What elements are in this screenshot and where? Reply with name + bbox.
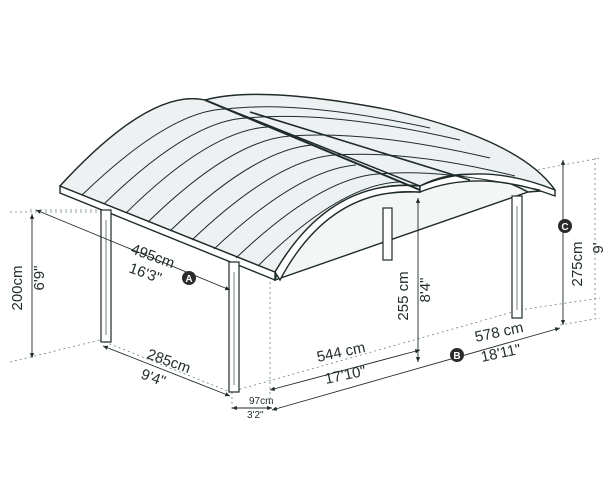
dimension-lines [29, 160, 566, 411]
clearance-height-imperial: 8'4" [417, 278, 434, 303]
total-width-dim [271, 327, 561, 411]
post-height-imperial: 6'9" [31, 266, 48, 291]
clearance-height-metric: 255 cm [395, 271, 412, 320]
post-rear-left [382, 207, 393, 261]
total-height-metric: 275cm [569, 241, 586, 286]
overhang-metric: 97cm [249, 396, 273, 407]
svg-text:A: A [185, 274, 192, 285]
marker-c: C [558, 219, 572, 233]
post-height-metric: 200cm [9, 265, 26, 310]
overhang-imperial: 3'2" [247, 410, 264, 421]
svg-text:B: B [453, 351, 460, 362]
clear-width-metric: 544 cm [315, 339, 367, 366]
total-width-imperial: 18'11" [479, 341, 522, 366]
total-height-imperial: 9' [590, 242, 607, 253]
marker-b: B [450, 348, 464, 362]
roof-depth-dim [35, 209, 231, 291]
post-spacing-dim [102, 345, 231, 397]
clear-width-imperial: 17'10" [323, 363, 367, 388]
svg-text:C: C [561, 222, 568, 233]
marker-a: A [182, 271, 196, 285]
